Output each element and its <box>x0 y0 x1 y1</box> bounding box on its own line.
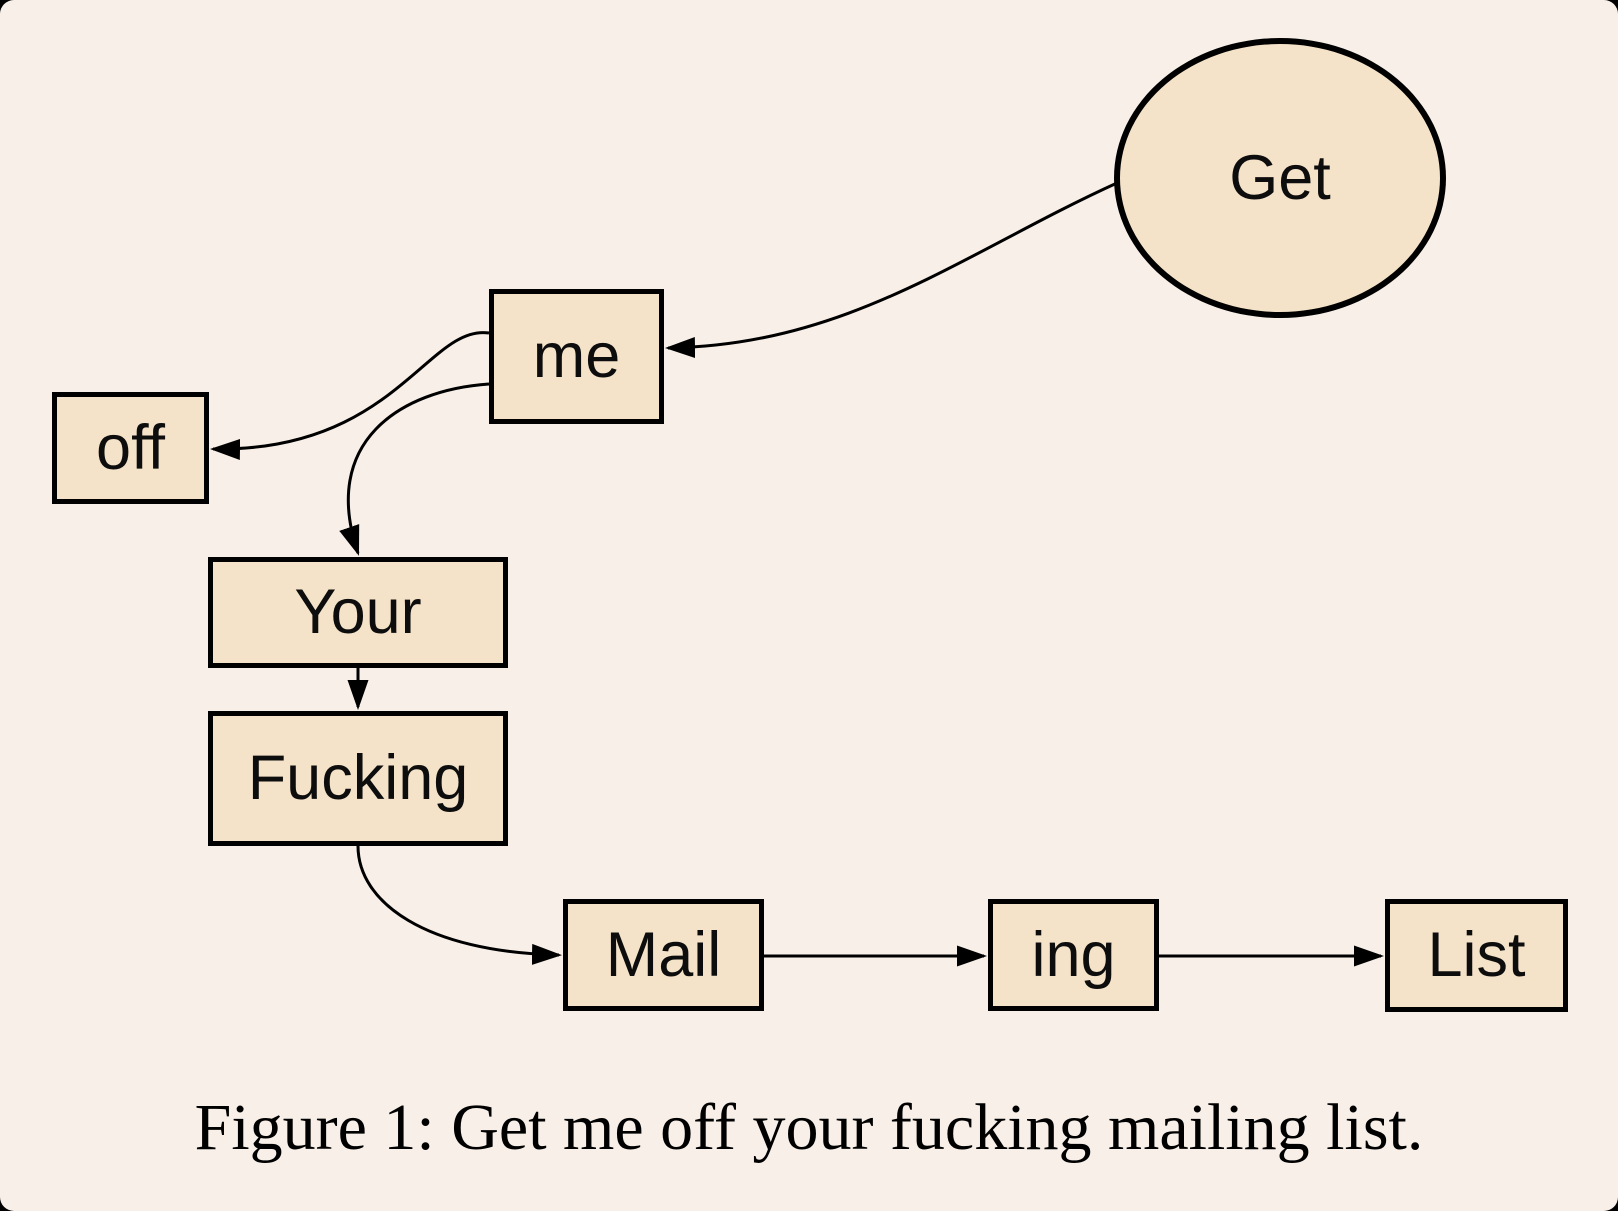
node-ing: ing <box>988 899 1159 1011</box>
edge-me-off <box>210 331 490 460</box>
edge-me-your <box>339 382 490 556</box>
node-me-label: me <box>532 321 621 391</box>
node-your: Your <box>208 557 508 668</box>
node-get: Get <box>1114 38 1446 318</box>
node-fucking: Fucking <box>208 711 508 846</box>
node-off: off <box>52 392 209 504</box>
node-your-label: Your <box>294 577 422 647</box>
node-list: List <box>1385 899 1568 1012</box>
edge-get-me <box>665 181 1118 359</box>
figure-caption: Figure 1: Get me off your fucking mailin… <box>194 1091 1424 1164</box>
node-off-label: off <box>96 412 165 483</box>
node-mail-label: Mail <box>605 919 722 990</box>
node-fucking-label: Fucking <box>247 743 469 813</box>
node-mail: Mail <box>563 899 764 1011</box>
edge-fucking-mail <box>356 845 562 965</box>
node-me: me <box>489 289 664 424</box>
node-get-label: Get <box>1229 142 1331 213</box>
node-ing-label: ing <box>1031 919 1116 990</box>
node-list-label: List <box>1427 920 1526 990</box>
